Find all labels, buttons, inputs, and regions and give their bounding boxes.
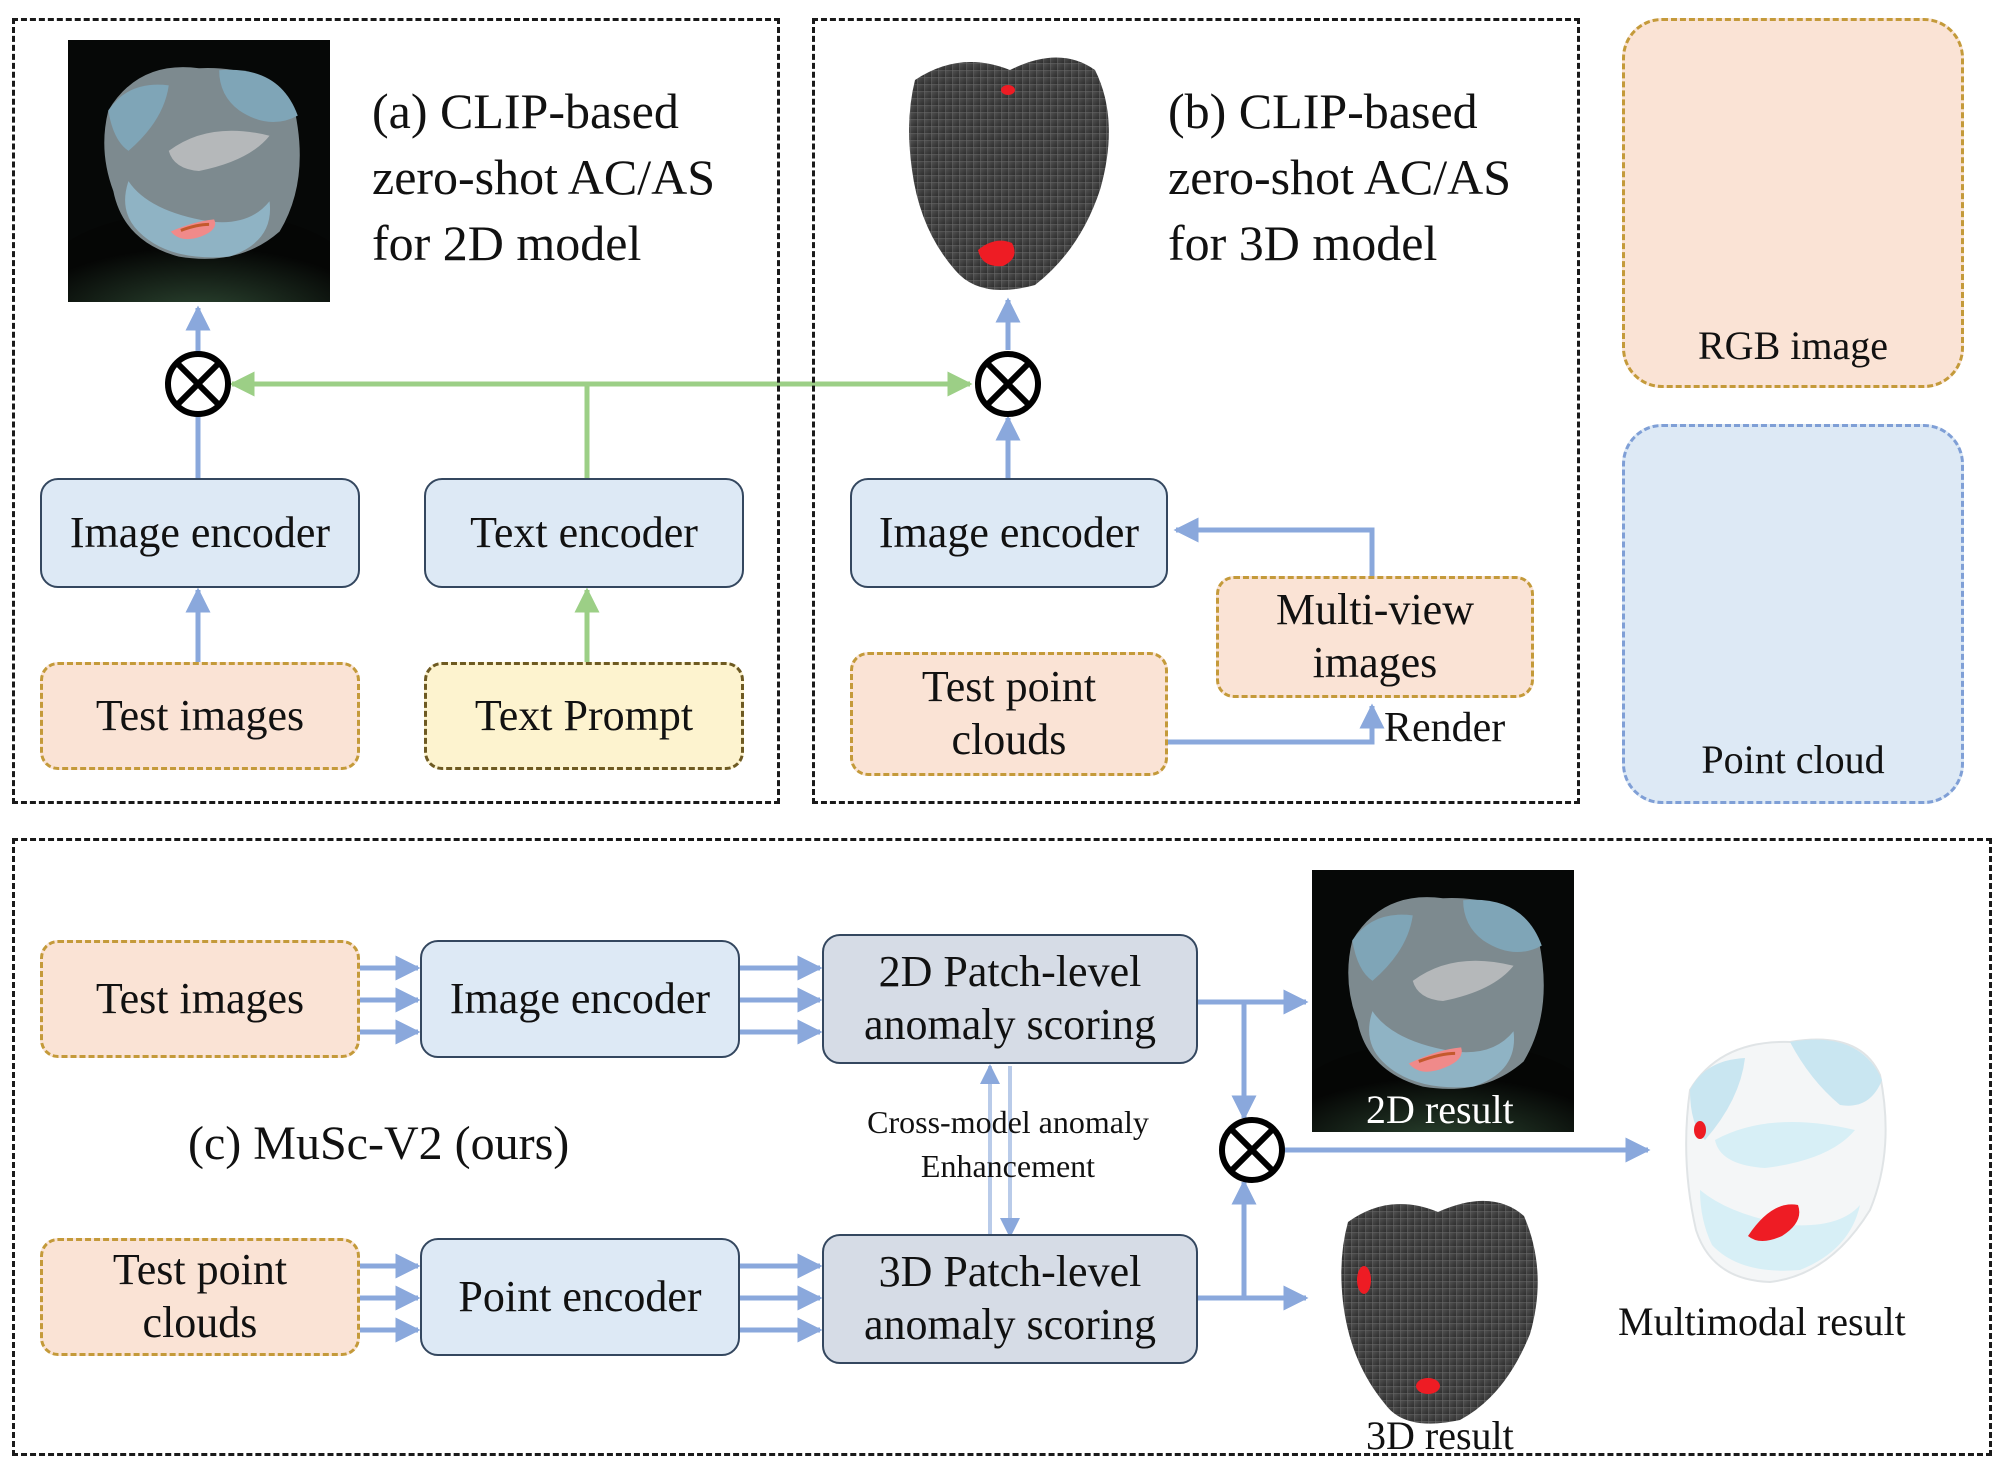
legend-point-cloud-label: Point cloud — [1701, 737, 1885, 782]
otimes-operator-a — [165, 351, 231, 417]
test-point-clouds-c-line2: clouds — [142, 1298, 258, 1347]
otimes-operator-b — [975, 351, 1041, 417]
image-encoder-c: Image encoder — [420, 940, 740, 1058]
test-point-clouds-b-line2: clouds — [951, 715, 1067, 764]
result-3d-point-cloud — [1341, 1200, 1538, 1424]
scoring-3d-line1: 3D Patch-level — [878, 1247, 1142, 1297]
panel-b-title-line2: zero-shot AC/AS — [1168, 149, 1512, 205]
cross-model-arrows — [980, 1064, 1020, 1238]
image-encoder-b: Image encoder — [850, 478, 1168, 588]
panel-b-title: (b) CLIP-based zero-shot AC/AS for 3D mo… — [1168, 78, 1511, 276]
panel-a-title: (a) CLIP-based zero-shot AC/AS for 2D mo… — [372, 78, 715, 276]
panel-b-3d-model — [812, 18, 1580, 804]
panel-c-title: (c) MuSc-V2 (ours) — [188, 1117, 570, 1170]
panel-a-2d-model — [12, 18, 780, 804]
result-2d-label: 2D result — [1366, 1087, 1514, 1132]
arrows-c-row2 — [360, 1253, 823, 1343]
panel-a-title-line1: (a) CLIP-based — [372, 83, 679, 139]
multi-view-line2: images — [1312, 638, 1438, 687]
arrows-c-row1 — [360, 955, 823, 1045]
legend-point-cloud-card — [1622, 424, 1964, 804]
point-cloud-result-b — [909, 57, 1109, 290]
text-prompt: Text Prompt — [424, 662, 744, 770]
panel-a-title-line3: for 2D model — [372, 215, 642, 271]
scoring-3d-line2: anomaly scoring — [863, 1300, 1157, 1349]
legend-rgb-card — [1622, 18, 1964, 388]
scoring-2d: 2D Patch-level anomaly scoring — [822, 934, 1198, 1064]
test-images-c: Test images — [40, 940, 360, 1058]
multi-view-images: Multi-view images — [1216, 576, 1534, 698]
test-point-clouds-b-line1: Test point — [921, 662, 1097, 712]
test-point-clouds-b: Test point clouds — [850, 652, 1168, 776]
panel-a-title-line2: zero-shot AC/AS — [372, 149, 716, 205]
multimodal-result-label: Multimodal result — [1618, 1299, 1906, 1344]
scoring-3d: 3D Patch-level anomaly scoring — [822, 1234, 1198, 1364]
cross-model-line2: Enhancement — [920, 1148, 1096, 1185]
arrows-c-results — [1198, 989, 1651, 1311]
otimes-operator-c — [1219, 1117, 1285, 1183]
arrow-multiview-to-encoder — [1173, 517, 1375, 576]
text-encoder: Text encoder — [424, 478, 744, 588]
panel-b-title-line3: for 3D model — [1168, 215, 1438, 271]
scoring-2d-line2: anomaly scoring — [863, 1000, 1157, 1049]
arrow-pointcloud-render — [1168, 703, 1385, 745]
panel-c-musc-v2 — [12, 838, 1992, 1456]
panel-b-title-line1: (b) CLIP-based — [1168, 83, 1478, 139]
multimodal-result-object — [1685, 1038, 1887, 1284]
point-encoder: Point encoder — [420, 1238, 740, 1356]
multi-view-line1: Multi-view — [1276, 585, 1474, 635]
rgb-result-image-a — [48, 40, 350, 332]
legend-rgb-label: RGB image — [1698, 323, 1888, 368]
result-3d-label: 3D result — [1366, 1413, 1514, 1458]
cross-model-line1: Cross-model anomaly — [867, 1104, 1149, 1140]
render-label: Render — [1384, 705, 1506, 751]
scoring-2d-line1: 2D Patch-level — [878, 947, 1142, 997]
image-encoder-a: Image encoder — [40, 478, 360, 588]
cross-model-enhancement: Cross-model anomaly Enhancement — [828, 1100, 1188, 1188]
test-point-clouds-c: Test point clouds — [40, 1238, 360, 1356]
test-point-clouds-c-line1: Test point — [112, 1245, 288, 1295]
test-images-a: Test images — [40, 662, 360, 770]
result-2d-image — [1292, 870, 1594, 1162]
